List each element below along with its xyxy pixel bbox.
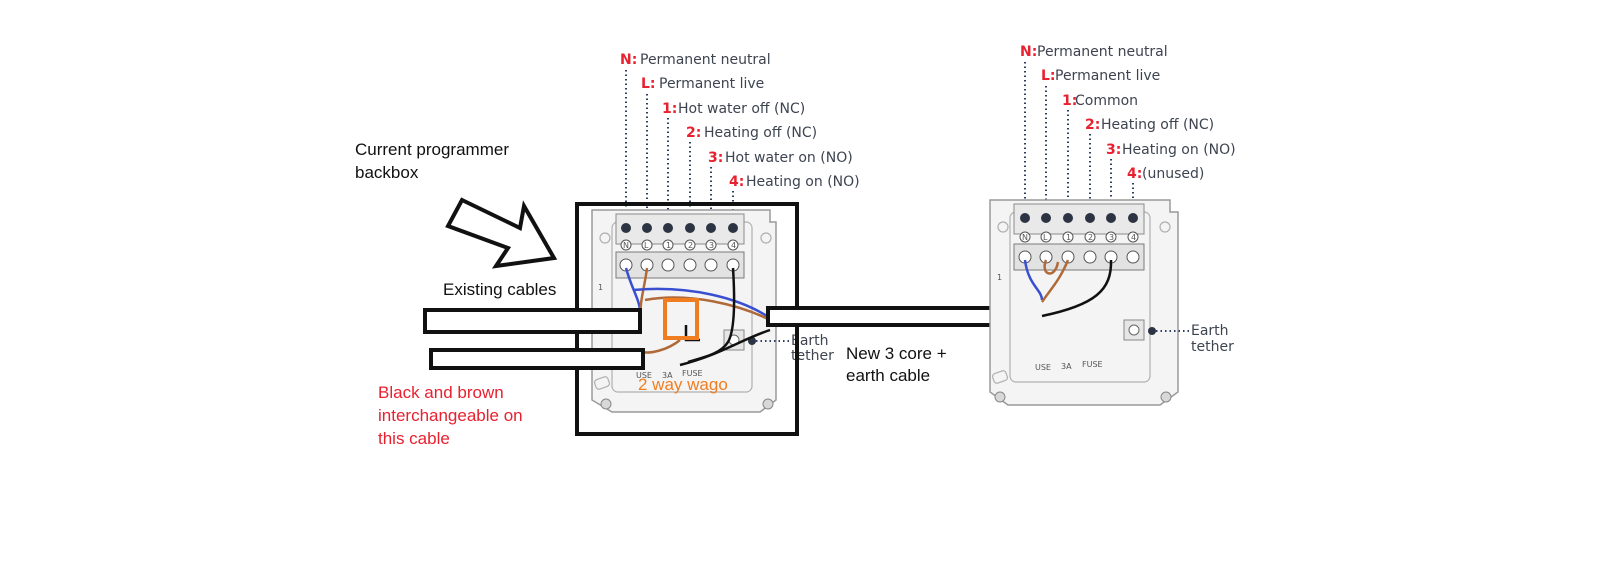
svg-text:USE: USE [1035,363,1051,372]
existing-cables-label: Existing cables [443,280,556,299]
svg-text:USE: USE [636,371,652,380]
left-term-1: 1 [666,241,671,250]
right-side-marker: 1 [997,273,1002,282]
right-tether-label: tether [1191,339,1234,355]
right-desc-n: Permanent neutral [1037,44,1168,60]
svg-text:3A: 3A [1061,362,1072,371]
left-tether-label: tether [791,348,834,364]
wago-label: 2 way wago [638,375,728,394]
left-term-3: 3 [709,241,714,250]
arrow-icon [445,197,558,269]
left-terminal-labels: N: Permanent neutral L: Permanent live 1… [620,52,860,190]
left-label-3: 3: [708,150,723,166]
left-label-l: L: [641,76,656,92]
left-term-n: N [623,241,629,250]
right-label-4: 4: [1127,166,1142,182]
current-backbox-line2: backbox [355,163,419,182]
right-desc-3: Heating on (NO) [1122,142,1236,158]
right-terminals: N L 1 2 3 4 [1018,213,1140,264]
left-desc-n: Permanent neutral [640,52,771,68]
wago-connector [663,298,699,340]
interchangeable-line2: interchangeable on [378,406,523,425]
left-earth-tether: Earth tether [748,333,834,364]
right-term-1: 1 [1066,233,1071,242]
left-term-4: 4 [731,241,736,250]
left-desc-2: Heating off (NC) [704,125,817,141]
left-leader-lines [625,70,734,226]
right-leader-lines [1024,62,1134,214]
left-fuse-labels: USE 3A FUSE [636,369,703,380]
left-label-n: N: [620,52,637,68]
right-term-2: 2 [1088,233,1093,242]
left-earth-label: Earth [791,333,829,349]
right-wires [1023,259,1113,318]
left-terminals: N L 1 2 3 4 [619,223,740,272]
right-label-2: 2: [1085,117,1100,133]
right-desc-1: Common [1075,93,1138,109]
interchangeable-line1: Black and brown [378,383,504,402]
annotations: Current programmer backbox Existing cabl… [355,140,947,448]
left-term-l: L [644,241,649,250]
left-label-4: 4: [729,174,744,190]
right-label-l: L: [1041,68,1056,84]
right-terminal-labels: N: Permanent neutral L: Permanent live 1… [1020,44,1236,182]
right-desc-2: Heating off (NC) [1101,117,1214,133]
left-side-marker: 1 [598,283,603,292]
left-term-2: 2 [688,241,693,250]
right-term-4: 4 [1131,233,1136,242]
svg-text:3A: 3A [662,371,673,380]
svg-text:FUSE: FUSE [682,369,703,378]
current-backbox-line1: Current programmer [355,140,509,159]
new-cable-line2: earth cable [846,366,930,385]
interchangeable-line3: this cable [378,429,450,448]
svg-text:FUSE: FUSE [1082,360,1103,369]
right-desc-l: Permanent live [1055,68,1160,84]
existing-cables [423,308,645,370]
left-desc-l: Permanent live [659,76,764,92]
right-term-3: 3 [1109,233,1114,242]
left-label-2: 2: [686,125,701,141]
right-earth-label: Earth [1191,323,1229,339]
right-label-n: N: [1020,44,1037,60]
right-earth-tether: Earth tether [1148,323,1234,355]
right-fuse-labels: USE 3A FUSE [1035,360,1103,372]
right-label-3: 3: [1106,142,1121,158]
left-label-1: 1: [662,101,677,117]
left-desc-4: Heating on (NO) [746,174,860,190]
right-term-n: N [1022,233,1028,242]
left-desc-3: Hot water on (NO) [725,150,853,166]
right-desc-4: (unused) [1142,166,1204,182]
right-label-1: 1: [1062,93,1077,109]
new-cable-line1: New 3 core + [846,344,947,363]
left-desc-1: Hot water off (NC) [678,101,805,117]
right-term-l: L [1043,233,1048,242]
